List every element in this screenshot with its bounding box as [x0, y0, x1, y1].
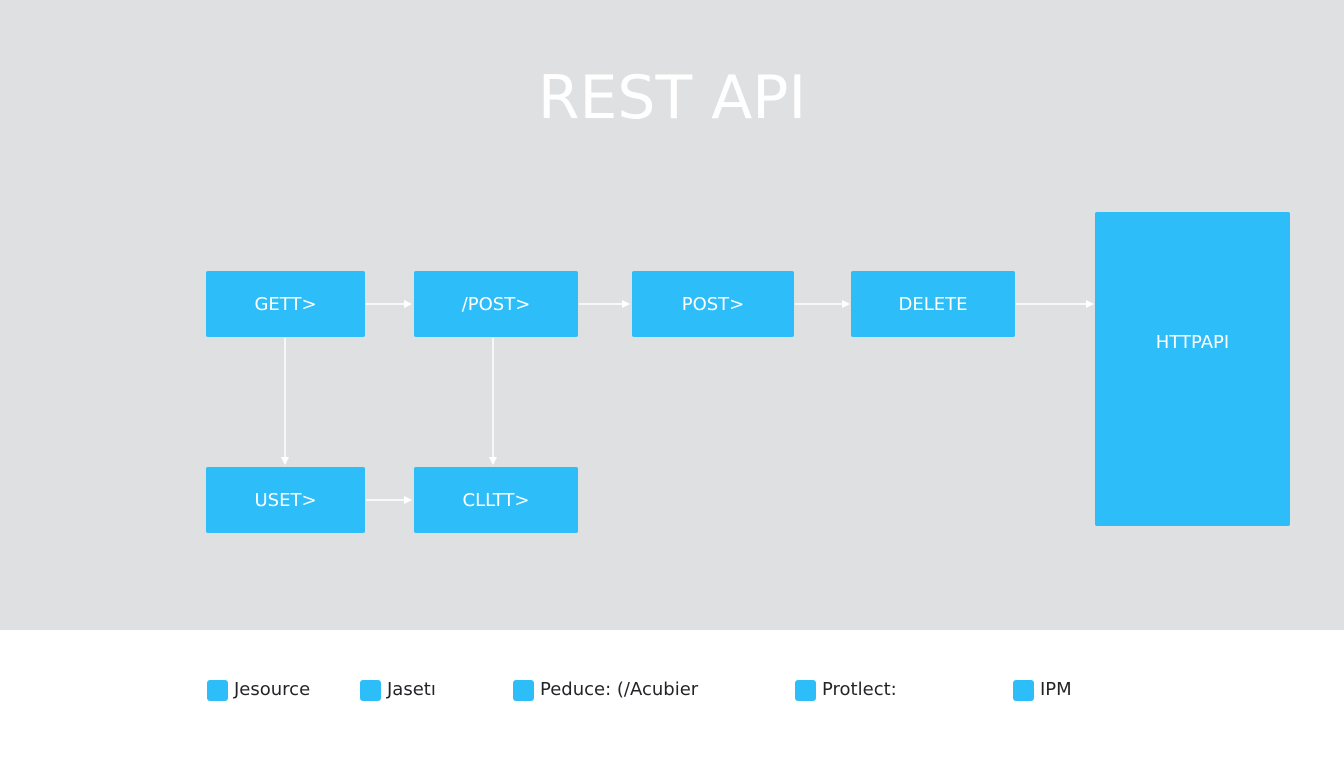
node-get[interactable]: GETT>: [206, 271, 365, 337]
legend-item-protlect: Protlect:: [795, 679, 915, 701]
legend-label: Peduce: (/Acubier: [540, 679, 699, 700]
node-cllt-label: CLLTT>: [462, 489, 530, 511]
legend-swatch: [1013, 679, 1034, 701]
legend-item-jaseti: Jasetı: [360, 679, 438, 701]
node-post[interactable]: POST>: [632, 271, 794, 337]
legend-swatch: [513, 679, 534, 701]
legend-swatch: [795, 679, 816, 701]
legend-item-peduce: Peduce: (/Acubier: [513, 679, 713, 701]
node-get-label: GETT>: [254, 293, 317, 315]
connector-layer: [281, 300, 1094, 504]
legend-item-ipm: IPM: [1013, 679, 1093, 701]
legend-swatch: [360, 679, 381, 701]
legend-item-jesource: Jesource: [207, 679, 322, 701]
node-post-path[interactable]: /POST>: [414, 271, 578, 337]
legend-swatch: [207, 679, 228, 701]
diagram-title: REST API: [537, 63, 807, 133]
legend-label: Jasetı: [387, 679, 436, 700]
legend-label: Protlect:: [822, 679, 897, 700]
legend-label: Jesource: [234, 679, 311, 700]
node-uset[interactable]: USET>: [206, 467, 365, 533]
diagram-canvas: REST API GETT> /POST> POST> DELETE HTTPA…: [0, 0, 1344, 630]
node-post-label: POST>: [681, 293, 745, 315]
node-cllt[interactable]: CLLTT>: [414, 467, 578, 533]
node-delete-label: DELETE: [898, 293, 968, 315]
legend-label: IPM: [1040, 679, 1072, 700]
node-httpapi-label: HTTPAPI: [1155, 332, 1230, 353]
node-httpapi[interactable]: HTTPAPI: [1095, 212, 1290, 526]
node-uset-label: USET>: [254, 489, 317, 511]
node-delete[interactable]: DELETE: [851, 271, 1015, 337]
node-post-path-label: /POST>: [461, 293, 531, 315]
